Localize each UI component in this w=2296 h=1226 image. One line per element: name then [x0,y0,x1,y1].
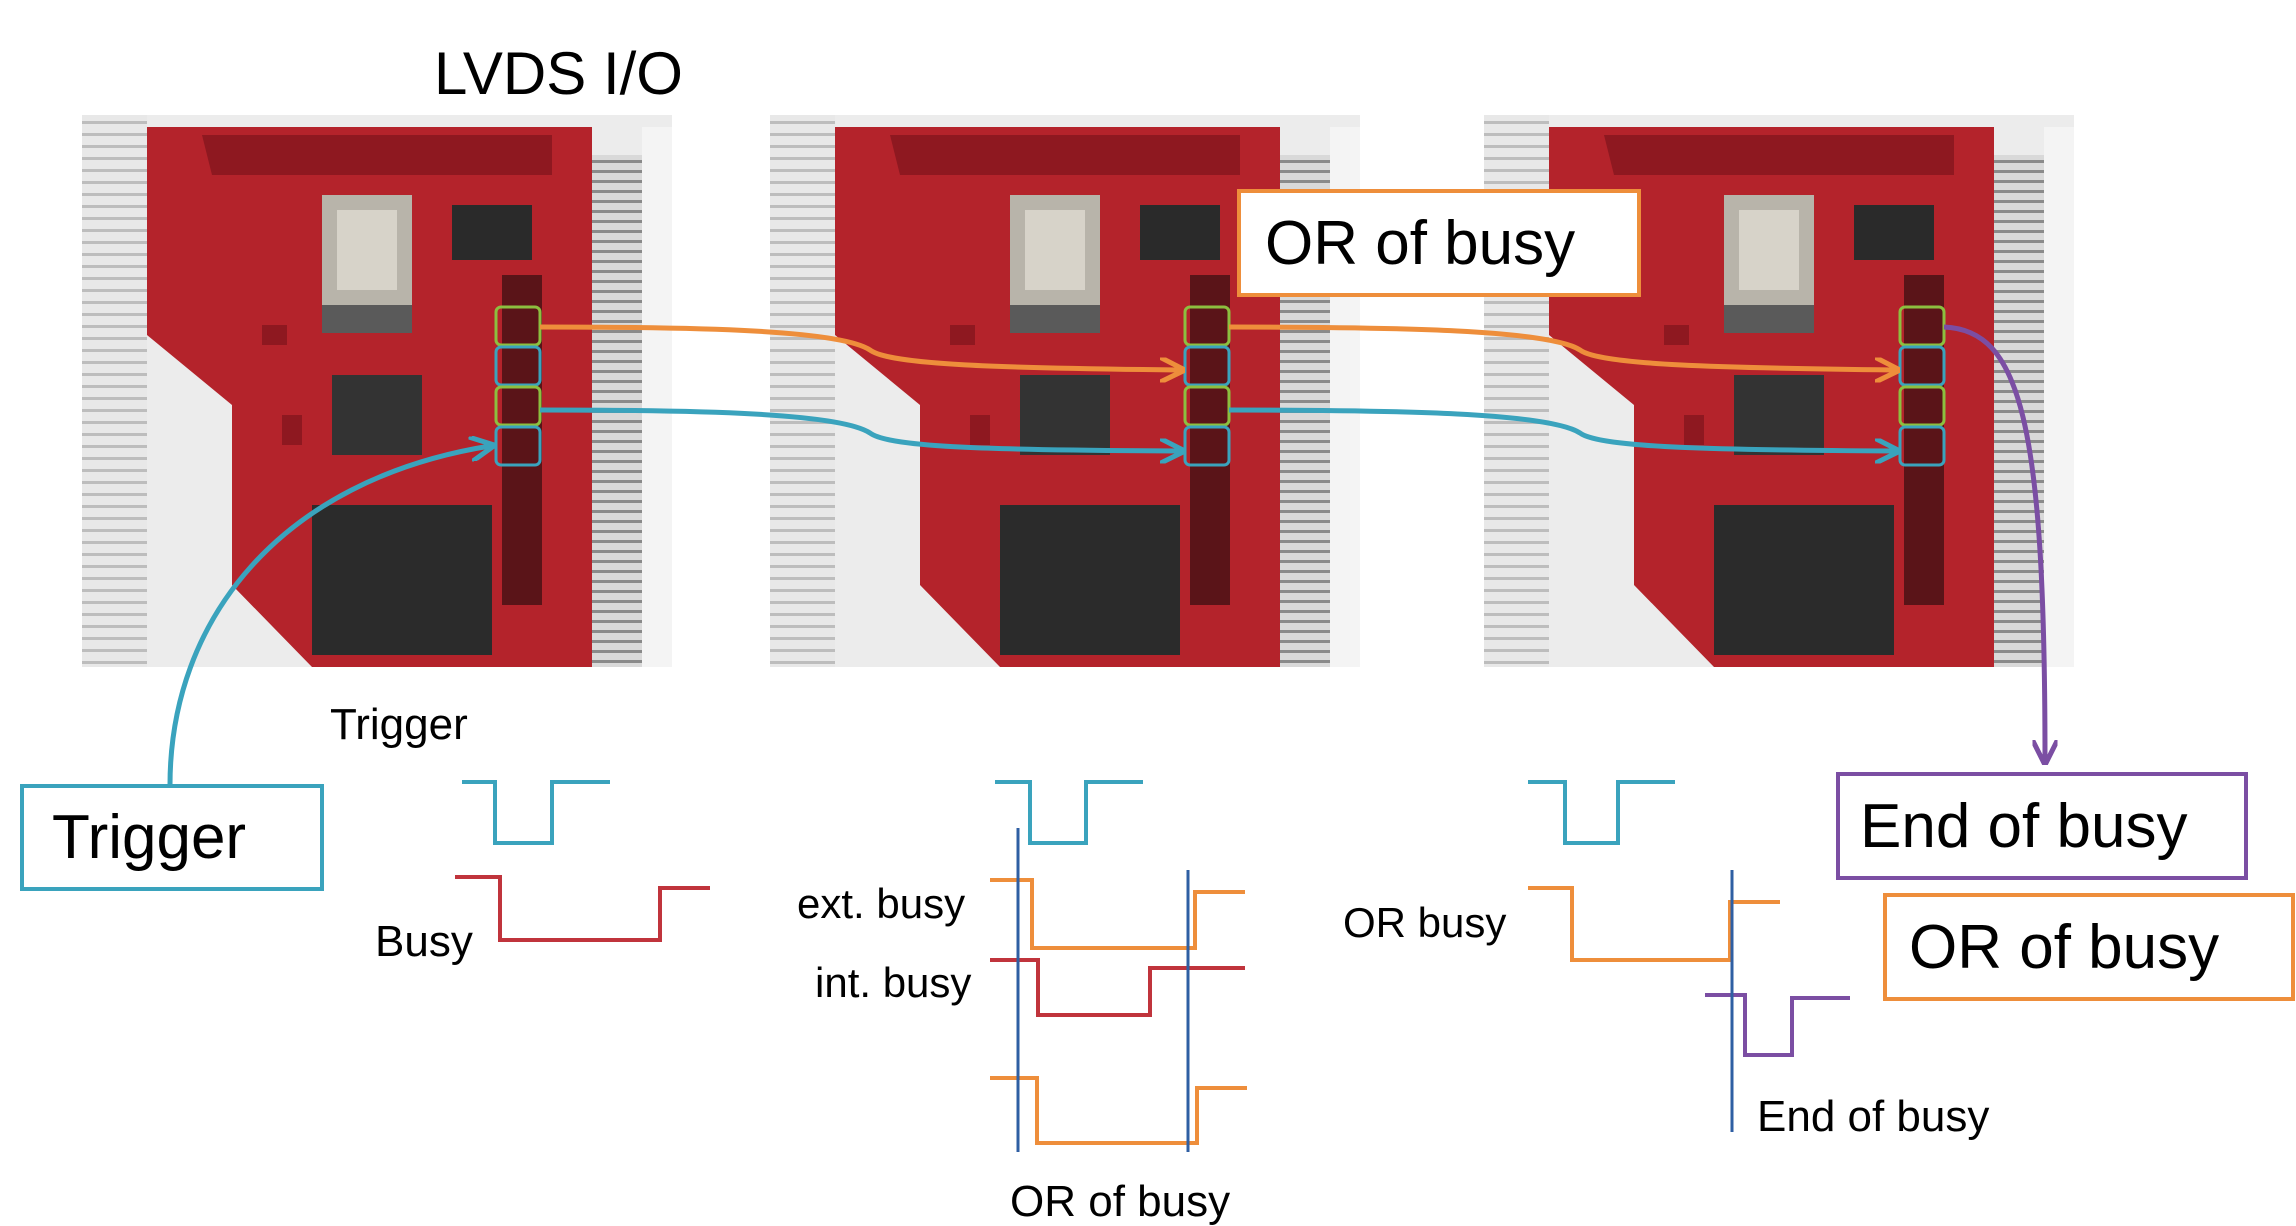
or-busy-waveform-label: OR busy [1343,899,1507,946]
page-title: LVDS I/O [434,40,683,107]
trigger-callout: Trigger [26,790,318,885]
trigger-waveform-label: Trigger [330,700,468,749]
busy-chain-arrows [539,324,1895,370]
or-of-busy-waveform-label: OR of busy [1010,1177,1231,1226]
or-of-busy-callout-right: OR of busy [1889,899,2289,995]
ext-busy-waveform-label: ext. busy [797,880,966,927]
end-of-busy-callout: End of busy [1842,778,2242,874]
board-1 [82,115,672,667]
trigger-chain-arrows [167,407,1895,786]
waveforms-board-1 [455,780,710,942]
end-of-busy-waveform-label: End of busy [1757,1092,1990,1141]
waveforms-board-2 [990,780,1247,1152]
busy-waveform-label: Busy [375,917,473,966]
waveforms-board-3 [1528,780,1850,1132]
connector-markers [494,305,1946,467]
or-of-busy-callout-top: OR of busy [1243,195,1635,291]
int-busy-waveform-label: int. busy [815,959,972,1006]
end-of-busy-arrow [1943,324,2045,760]
